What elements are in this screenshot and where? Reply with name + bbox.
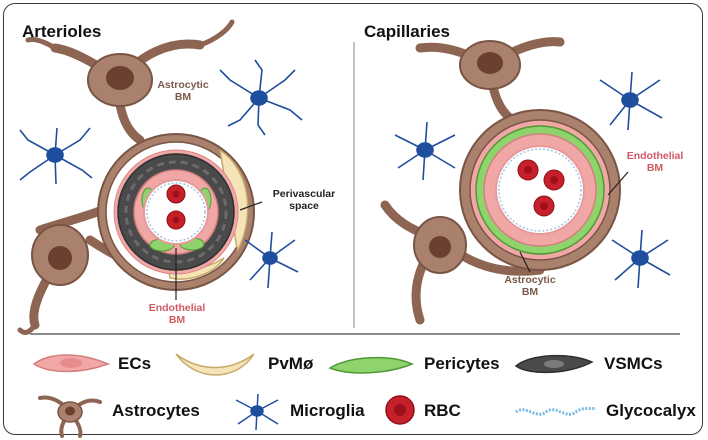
legend-pvm-icon [175,353,255,376]
legend-ecs: ECs [118,354,152,373]
lumen-right [495,145,585,235]
microglia-4 [599,71,663,131]
legend-rbc-icon [385,395,415,425]
microglia-2 [19,127,93,185]
capillary-group [380,37,671,325]
legend-glycocalyx-icon [515,406,597,416]
legend-vsmcs: VSMCs [604,354,663,373]
microglia-6 [611,229,671,289]
legend-pericyte-icon [328,356,414,374]
legend-astrocyte-icon [38,395,102,438]
astrocyte-nucleus-1 [106,66,134,90]
legend-microglia: Microglia [290,401,365,420]
capillaries-title: Capillaries [364,22,450,41]
figure-frame [3,3,703,435]
legend-glycocalyx: Glycocalyx [606,401,696,420]
legend-pericytes: Pericytes [424,354,500,373]
legend-icons [32,353,597,438]
legend-rbc: RBC [424,401,461,420]
microglia-5 [394,121,456,181]
arterioles-title: Arterioles [22,22,102,41]
astrocyte-nucleus-2 [48,246,72,270]
microglia-3 [244,231,299,289]
arteriole-group [17,19,303,335]
legend-pvm: PvMø [268,354,314,373]
microglia-1 [219,59,303,136]
legend-microglia-icon [235,393,279,431]
astrocyte-processes-left [29,39,205,330]
legend-astrocytes: Astrocytes [112,401,200,420]
astrocyte-processes-right [380,37,565,325]
